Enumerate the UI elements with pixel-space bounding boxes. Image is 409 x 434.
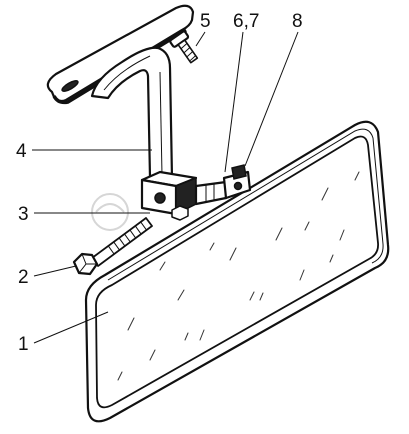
reflection-stroke [259,292,264,301]
watermark-logo [91,193,129,231]
callout-5: 5 [200,11,211,32]
reflection-stroke [275,227,283,241]
mirror-reflection-strokes [117,171,360,381]
watermark-circle [91,193,129,231]
reflection-stroke [184,332,189,341]
mirror-bracket-nut [231,164,247,180]
reflection-stroke [199,329,205,341]
leader-line-8 [244,31,299,167]
reflection-stroke [299,269,305,281]
reflection-stroke [339,229,345,241]
mounting-plate-underside [52,28,187,105]
bolt [72,217,153,276]
mirror-bracket-hole [233,181,243,191]
callout-1: 1 [18,334,29,355]
leader-line-5 [195,31,206,47]
bolt-head-facets [78,253,97,274]
callout-3: 3 [18,204,29,225]
reflection-stroke [159,261,166,271]
screw-thread [186,51,194,58]
watermark-arc [95,203,125,213]
mirror-arm-highlight [159,71,163,176]
reflection-stroke [321,187,329,201]
hinge-sleeve [194,180,228,206]
hinge-sleeve-body [194,180,228,206]
mirror-arm-body [90,46,174,180]
screw-thread [189,55,196,62]
callouts: 1 2 3 4 5 6,7 8 [16,11,303,355]
bolt-threads [107,221,147,255]
reflection-stroke [177,289,185,301]
bolt-thread [134,225,142,235]
mounting-plate [46,4,195,105]
reflection-stroke [149,349,156,361]
callout-8: 8 [292,11,303,32]
callout-4: 4 [16,141,27,162]
mirror-bracket [222,164,252,200]
mirror [84,120,390,423]
leader-line-2 [33,265,77,277]
reflection-stroke [329,254,334,263]
reflection-stroke [354,171,360,181]
screw-thread [180,42,188,50]
reflection-stroke [304,221,310,231]
mirror-arm [90,46,174,180]
clamp-block [140,170,198,221]
bolt-thread [118,237,126,247]
bolt-thread [124,233,131,243]
leader-lines [32,31,299,344]
reflection-stroke [229,247,237,261]
screw-shank [177,39,199,64]
reflection-stroke [209,242,215,251]
leader-line-1 [33,311,109,344]
callout-2: 2 [18,267,29,288]
bolt-thread [140,221,147,231]
bolt-thread [107,245,115,255]
reflection-stroke [249,291,255,301]
screw-thread [183,47,191,54]
reflection-stroke [127,317,135,331]
mounting-plate-slot [61,80,79,92]
reflection-stroke [117,371,123,381]
callout-6-7: 6,7 [233,11,259,32]
mirror-glass [95,135,379,409]
bolt-thread [113,241,120,251]
clamp-block-hole [154,192,166,204]
clamp-nut [171,205,189,221]
screw [169,30,199,64]
bolt-thread [129,229,137,239]
leader-line-6-7 [224,31,244,173]
mirror-frame-inner-edge [107,128,384,281]
mirror-arm-bend-line [103,55,151,91]
